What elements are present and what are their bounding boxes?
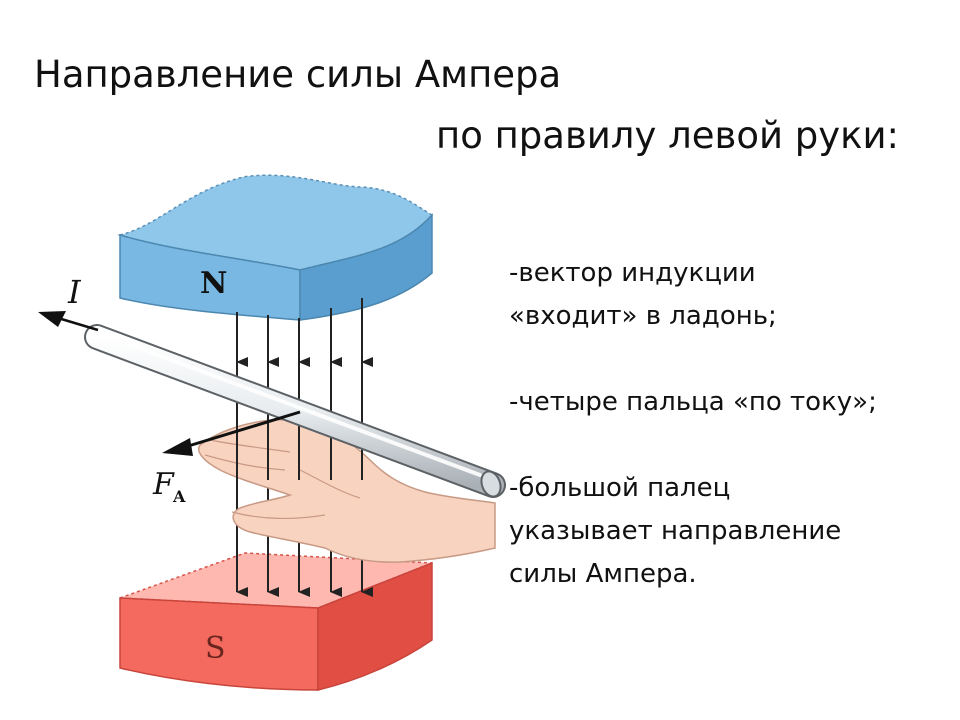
finger-crease-2 bbox=[209, 439, 291, 453]
conductor-rod bbox=[84, 324, 506, 498]
rule-induction-line-1: -вектор индукции bbox=[509, 258, 756, 288]
finger-crease-1 bbox=[204, 454, 286, 471]
rule-thumb-line-1: -большой палец bbox=[509, 473, 731, 503]
force-label: F bbox=[152, 467, 175, 502]
rule-fingers: -четыре пальца «по току»; bbox=[509, 381, 949, 424]
south-magnet: S bbox=[119, 552, 433, 691]
rule-thumb-line-2: указывает направление bbox=[509, 516, 842, 546]
force-arrow-shaft bbox=[184, 410, 301, 449]
current-arrow-head bbox=[38, 311, 66, 327]
thumb-crease bbox=[231, 511, 326, 520]
rod-highlight bbox=[108, 335, 482, 477]
north-pole-label: N bbox=[200, 266, 227, 301]
palm-line bbox=[299, 469, 361, 499]
rules-list: -вектор индукции «входит» в ладонь; -чет… bbox=[509, 252, 949, 596]
rule-induction-line-2: «входит» в ладонь; bbox=[509, 301, 777, 331]
current-arrow-shaft bbox=[57, 316, 99, 332]
south-magnet-side bbox=[317, 561, 433, 691]
current-label: I bbox=[67, 273, 82, 311]
force-subscript: A bbox=[172, 487, 186, 506]
rule-thumb-line-3: силы Ампера. bbox=[509, 559, 697, 589]
ampere-force-arrow: F A bbox=[152, 410, 301, 506]
force-arrow-head bbox=[162, 438, 193, 456]
title-line-2: по правилу левой руки: bbox=[436, 114, 900, 157]
current-arrow: I bbox=[38, 273, 99, 332]
north-magnet: N bbox=[117, 174, 434, 321]
north-magnet-side bbox=[299, 213, 433, 321]
title-line-1: Направление силы Ампера bbox=[34, 53, 562, 96]
south-pole-label: S bbox=[205, 631, 226, 666]
rule-induction: -вектор индукции «входит» в ладонь; bbox=[509, 252, 949, 338]
north-magnet-top bbox=[117, 174, 434, 271]
rod-end-cap bbox=[480, 470, 502, 498]
south-magnet-front bbox=[119, 597, 319, 691]
rule-thumb: -большой палец указывает направление сил… bbox=[509, 467, 949, 596]
rule-fingers-line-1: -четыре пальца «по току»; bbox=[509, 387, 877, 417]
rod-body bbox=[86, 326, 504, 496]
